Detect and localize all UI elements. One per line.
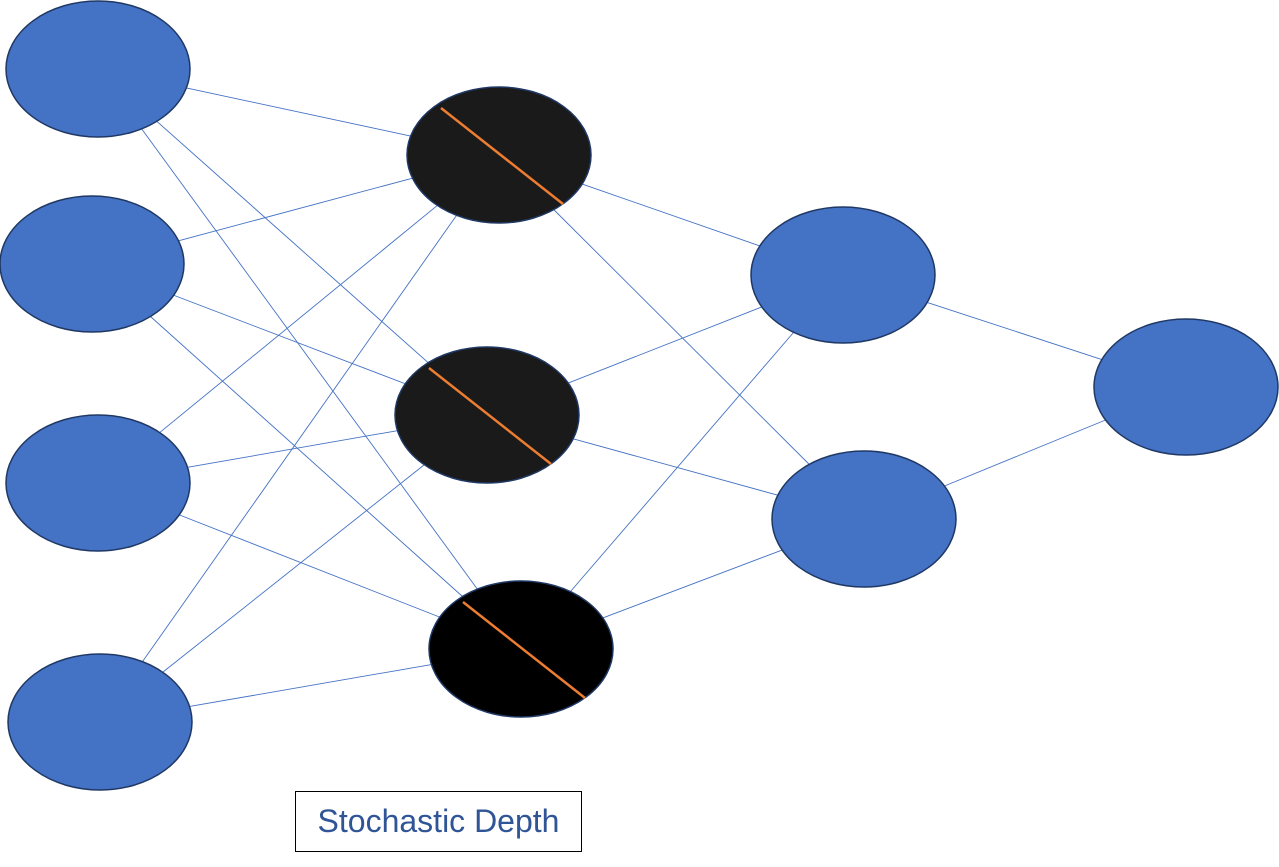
edge-input-3-to-hidden-1-0 (142, 215, 457, 662)
edge-input-0-to-hidden-1-1 (156, 120, 429, 364)
edge-hidden-2-0-to-output-0 (927, 302, 1102, 360)
edge-input-1-to-hidden-1-2 (150, 316, 463, 597)
edge-input-3-to-hidden-1-2 (189, 664, 432, 707)
caption-label: Stochastic Depth (317, 803, 560, 839)
edge-input-2-to-hidden-1-0 (159, 205, 438, 433)
drop-slash-mark (440, 107, 564, 205)
node-ellipse (750, 206, 936, 344)
dropped-node-hidden-1-2 (428, 580, 614, 718)
node-hidden-2-1 (771, 450, 957, 588)
edge-hidden-1-2-to-hidden-2-0 (570, 332, 794, 592)
node-input-1 (0, 195, 185, 333)
edge-input-1-to-hidden-1-1 (173, 294, 406, 385)
edge-input-1-to-hidden-1-0 (178, 177, 413, 242)
node-ellipse (1093, 318, 1279, 456)
node-input-0 (5, 0, 191, 138)
node-input-3 (7, 653, 193, 791)
connection-edges (141, 87, 1106, 707)
dropped-node-hidden-1-0 (406, 86, 592, 224)
edge-input-0-to-hidden-1-0 (186, 87, 411, 137)
edge-hidden-1-1-to-hidden-2-1 (573, 438, 778, 496)
edge-input-3-to-hidden-1-1 (162, 464, 425, 673)
dropped-node-hidden-1-1 (394, 346, 580, 484)
node-ellipse (5, 0, 191, 138)
edge-input-2-to-hidden-1-2 (179, 514, 440, 618)
edge-input-0-to-hidden-1-2 (141, 128, 478, 590)
node-hidden-2-0 (750, 206, 936, 344)
node-ellipse (771, 450, 957, 588)
edge-hidden-1-0-to-hidden-2-0 (582, 183, 760, 247)
edge-hidden-1-1-to-hidden-2-0 (568, 306, 762, 384)
node-output-0 (1093, 318, 1279, 456)
drop-slash-mark (462, 601, 586, 699)
edge-hidden-1-2-to-hidden-2-1 (602, 549, 783, 619)
node-ellipse (0, 195, 185, 333)
drop-slash-mark (428, 367, 552, 465)
edge-hidden-2-1-to-output-0 (944, 419, 1106, 487)
node-ellipse (7, 653, 193, 791)
node-ellipse (5, 414, 191, 552)
edge-hidden-1-0-to-hidden-2-1 (553, 209, 810, 465)
network-nodes (0, 0, 1279, 791)
node-input-2 (5, 414, 191, 552)
caption-box: Stochastic Depth (295, 791, 582, 852)
